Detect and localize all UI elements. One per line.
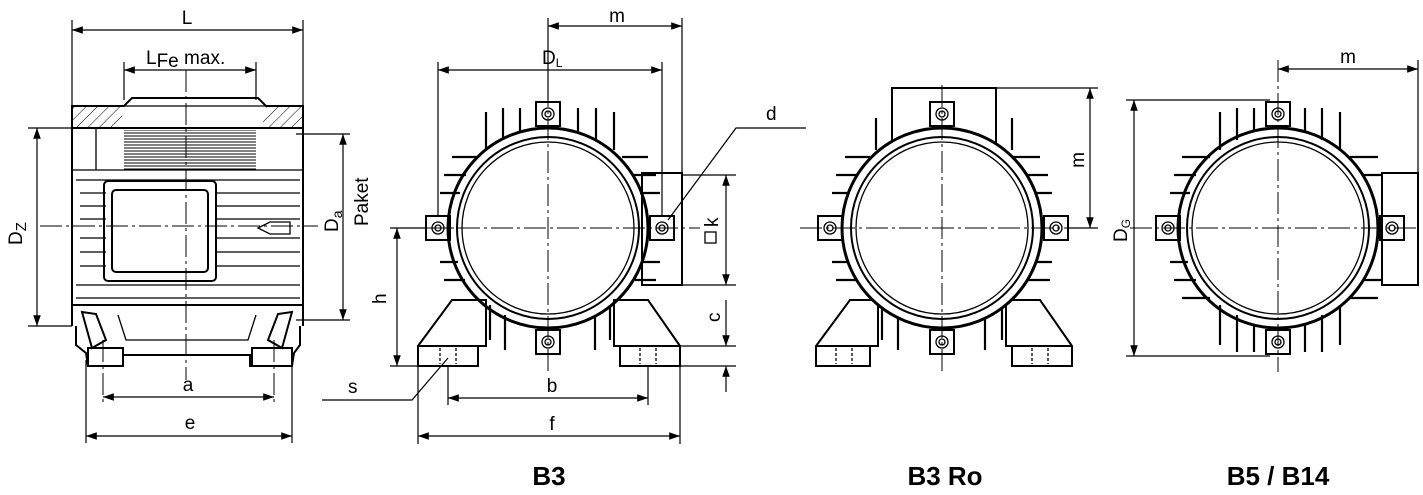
stator-lamination	[124, 130, 256, 170]
side-foot-web	[117, 314, 257, 341]
dim-label-h: h	[370, 293, 391, 304]
dim-label-LFe: LFe max.	[146, 48, 225, 72]
b3-foot-right	[613, 299, 681, 367]
hatch-right	[262, 107, 302, 127]
side-foot-left	[80, 310, 108, 350]
leader-d	[667, 127, 806, 221]
dim-label-m: m	[609, 6, 625, 27]
view-title-b3ro: B3 Ro	[907, 461, 982, 491]
b3-foot-left	[417, 299, 487, 367]
dim-label-a: a	[183, 375, 194, 396]
side-foot-pad-left	[87, 347, 124, 367]
dim-label-DL: DL	[542, 48, 563, 70]
dim-label-s: s	[348, 377, 358, 398]
view-title-b5b14: B5 / B14	[1227, 461, 1330, 491]
dim-label-f: f	[549, 414, 555, 435]
b3ro-foot-right	[1005, 299, 1073, 367]
ground-lug	[256, 221, 291, 235]
dim-label-d: d	[766, 104, 777, 125]
dim-label-DZ: DZ	[6, 222, 30, 245]
b3-view: m DL d k h c s b	[322, 6, 806, 491]
b3ro-housing-inner2	[855, 141, 1029, 315]
view-title-b3: B3	[532, 461, 565, 491]
side-foot-right	[266, 310, 294, 350]
b3ro-foot-left	[815, 299, 879, 367]
terminal-box-outer	[103, 180, 217, 282]
dim-label-m-b5: m	[1340, 47, 1356, 68]
side-feet-outline	[75, 326, 301, 367]
side-foot-pad-right	[251, 347, 293, 367]
dim-label-paket: Paket	[352, 177, 373, 226]
b5-terminal-box	[1381, 172, 1419, 286]
terminal-box-inner	[111, 189, 209, 273]
dim-label-DG: DG	[1111, 219, 1133, 242]
side-view: L LFe max.	[6, 8, 373, 443]
dim-label-Da: Da	[322, 210, 345, 232]
dim-label-e: e	[185, 413, 196, 434]
b3ro-view: m B3 Ro	[800, 85, 1098, 491]
b5b14-view: m DG B5 / B14	[1111, 47, 1419, 491]
dim-label-c: c	[704, 313, 725, 323]
square-symbol	[704, 231, 717, 244]
hatch-left	[73, 107, 124, 127]
leader-s	[322, 357, 449, 401]
housing-top-section	[71, 97, 304, 129]
dim-label-m-ro: m	[1068, 152, 1089, 168]
b3-fins	[440, 108, 660, 350]
dim-label-L: L	[182, 8, 193, 29]
dim-label-k: k	[702, 217, 723, 227]
b5-fins	[1170, 108, 1382, 352]
dim-label-b: b	[547, 376, 558, 397]
